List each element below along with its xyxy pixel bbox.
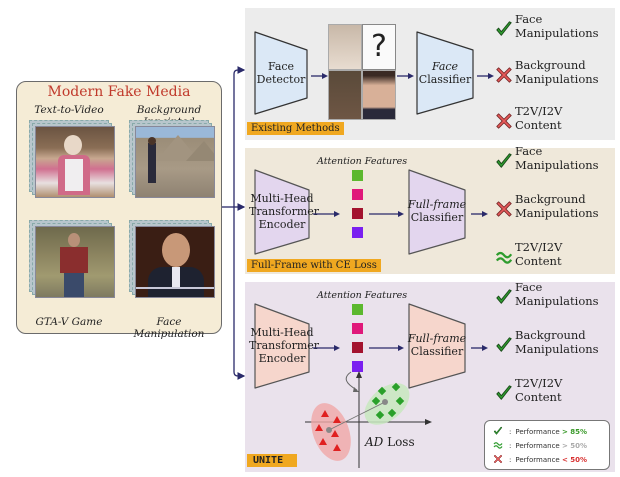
check-icon (495, 152, 513, 174)
approx-icon (495, 248, 513, 270)
attention-feature-pink (352, 189, 363, 200)
attention-features-label: Attention Features (317, 290, 408, 301)
legend-row-mid: :Performance > 50% (493, 439, 609, 453)
existing-methods-tag: Existing Methods (247, 122, 344, 135)
attention-feature-green (352, 170, 363, 181)
game-character-image (35, 226, 115, 298)
real-points (371, 382, 405, 420)
attention-feature-violet (352, 227, 363, 238)
legend-row-high: :Performance > 85% (493, 425, 609, 439)
fake-points (315, 410, 341, 451)
fake-centroid (326, 427, 332, 433)
attention-feature-pink (352, 323, 363, 334)
ad-loss-embedding-plot: AD Loss (305, 371, 432, 468)
check-icon (493, 426, 503, 438)
full-frame-ce-loss-tag: Full-Frame with CE Loss (247, 259, 381, 272)
branch-connector (222, 66, 246, 380)
question-mark-icon: ? (362, 24, 396, 70)
face-crop-man-2 (362, 70, 396, 120)
modern-fake-media-panel: Modern Fake Media Text-to-Video Backgrou… (16, 81, 222, 340)
performance-legend: :Performance > 85% :Performance > 50% :P… (484, 420, 610, 470)
cross-icon (495, 66, 513, 88)
real-centroid (382, 399, 388, 405)
cross-icon (493, 454, 503, 466)
thumb-label-gta-v-game: GTA-V Game (35, 316, 103, 328)
transformer-encoder-block (254, 169, 310, 255)
attention-features-label: Attention Features (317, 156, 408, 167)
transformer-encoder-block (254, 303, 310, 389)
attention-feature-crimson (352, 208, 363, 219)
full-frame-classifier-block (408, 303, 466, 389)
check-icon (495, 288, 513, 310)
check-icon (495, 20, 513, 42)
attention-feature-violet (352, 361, 363, 372)
thumbnail-background-inpainted (129, 120, 217, 200)
attention-feature-crimson (352, 342, 363, 353)
left-panel-title: Modern Fake Media (47, 84, 191, 100)
woman-cooking-image (35, 126, 115, 198)
unite-tag: UNITE (247, 454, 298, 467)
attention-feature-green (352, 304, 363, 315)
full-frame-classifier-block (408, 169, 466, 255)
thumb-label-text-to-video: Text-to-Video (34, 104, 104, 116)
check-icon (495, 336, 513, 358)
cross-icon (495, 112, 513, 134)
approx-icon (493, 440, 503, 452)
cross-icon (495, 200, 513, 222)
person-pyramids-image (135, 126, 215, 198)
face-detector-block (254, 31, 308, 115)
thumb-label-face-manipulation: Face Manipulation (133, 316, 205, 340)
legend-row-low: :Performance < 50% (493, 453, 609, 467)
face-classifier-block (416, 31, 474, 115)
check-icon (495, 384, 513, 406)
thumbnail-face-manipulation (129, 220, 217, 300)
thumbnail-text-to-video (29, 120, 117, 200)
ad-loss-label: AD Loss (364, 435, 415, 449)
news-anchor-image (135, 226, 215, 298)
face-crop-elderly-woman (328, 24, 362, 70)
face-crop-man-1 (328, 70, 362, 120)
thumbnail-gta-v-game (29, 220, 117, 300)
